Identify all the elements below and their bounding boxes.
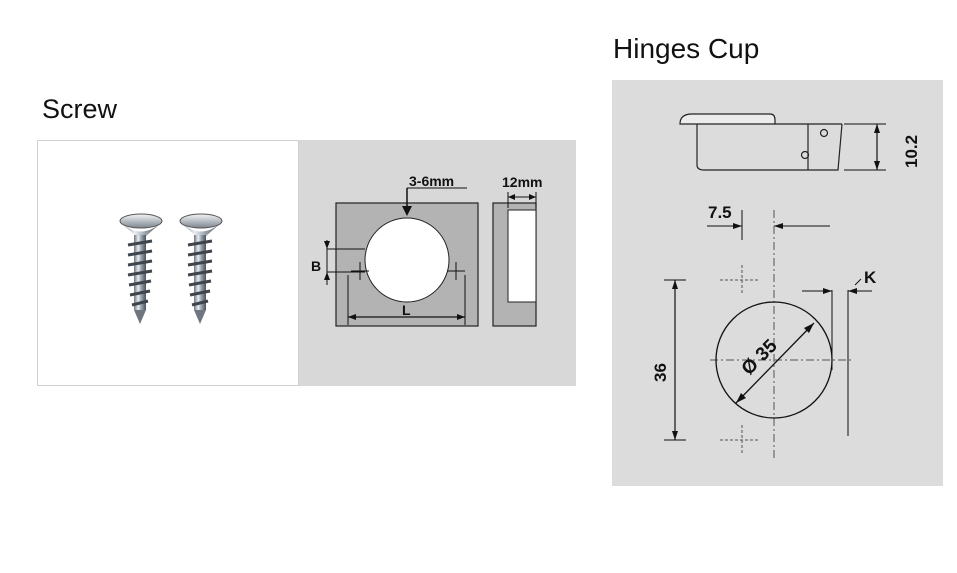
screw-photo — [37, 140, 299, 386]
bore-diagram-svg: 3-6mm 12mm B L — [311, 173, 542, 327]
offset-label: 7.5 — [708, 203, 732, 222]
side-hole — [507, 209, 537, 303]
screw-right — [179, 213, 223, 324]
hinges-cup-title: Hinges Cup — [613, 33, 760, 64]
height-label: 10.2 — [902, 135, 921, 168]
screw-title: Screw — [42, 94, 118, 124]
diameter-label: Ø 35 — [738, 335, 782, 379]
width-label: 12mm — [502, 174, 542, 190]
b-label: B — [311, 258, 321, 274]
k-label: K — [864, 268, 877, 287]
l-label: L — [402, 302, 411, 318]
cup-hole — [364, 217, 450, 303]
spacing-label: 36 — [651, 363, 670, 382]
screw-left — [119, 213, 163, 324]
drill-depth-label: 3-6mm — [409, 173, 454, 189]
cup-side-profile — [679, 113, 843, 171]
hinges-cup-diagram: 10.2 7.5 Ø 35 K — [612, 80, 943, 486]
screws-illustration — [119, 213, 223, 324]
bore-diagram: 3-6mm 12mm B L — [299, 140, 576, 386]
hinges-cup-svg: 10.2 7.5 Ø 35 K — [651, 113, 921, 460]
